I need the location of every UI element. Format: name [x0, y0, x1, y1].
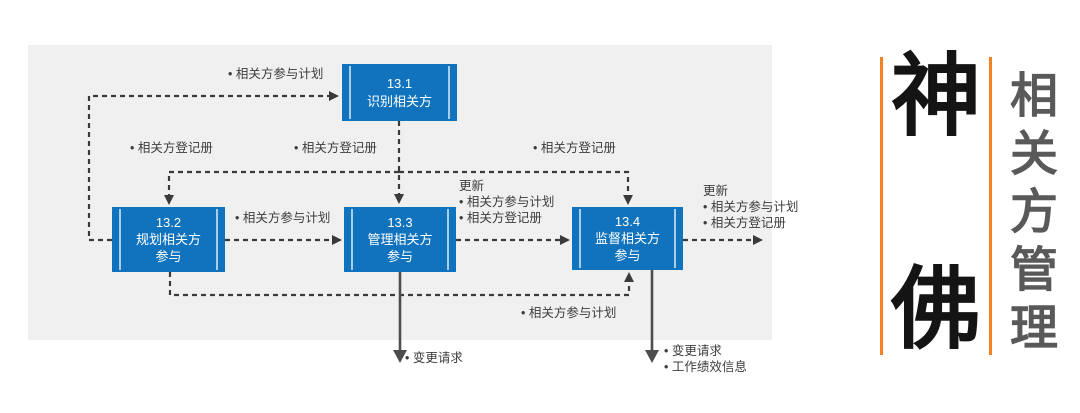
process-box-13-2-plan-stakeholder-engagement: 13.2 规划相关方 参与 [112, 207, 225, 272]
brand-characters: 神 佛 [886, 52, 986, 355]
label-register-left: • 相关方登记册 [130, 141, 213, 155]
label-engagement-plan-bottom: • 相关方参与计划 [521, 306, 617, 320]
process-box-13-1-identify-stakeholders: 13.1 识别相关方 [342, 64, 457, 121]
label-updates-13-3-to-13-4: 更新 • 相关方参与计划 • 相关方登记册 [459, 179, 555, 225]
label-outputs-13-4: • 变更请求 • 工作绩效信息 [664, 344, 747, 374]
process-box-13-4-monitor-stakeholder-engagement: 13.4 监督相关方 参与 [572, 207, 683, 270]
label-engagement-plan-to-13-1: • 相关方参与计划 [228, 67, 324, 81]
label-change-request-13-3: • 变更请求 [405, 351, 463, 365]
orange-divider-left [880, 57, 883, 355]
brand-char-bottom: 佛 [891, 260, 981, 360]
label-updates-13-4-exit: 更新 • 相关方参与计划 • 相关方登记册 [703, 184, 799, 230]
label-engagement-plan-13-2-to-13-3: • 相关方参与计划 [235, 211, 331, 225]
orange-divider-right [989, 57, 992, 355]
brand-char-top: 神 [891, 47, 981, 147]
process-box-13-3-manage-stakeholder-engagement: 13.3 管理相关方 参与 [344, 207, 456, 272]
vertical-chapter-title: 相关方管理 [1002, 70, 1055, 360]
label-register-right: • 相关方登记册 [533, 141, 616, 155]
label-register-middle: • 相关方登记册 [294, 141, 377, 155]
